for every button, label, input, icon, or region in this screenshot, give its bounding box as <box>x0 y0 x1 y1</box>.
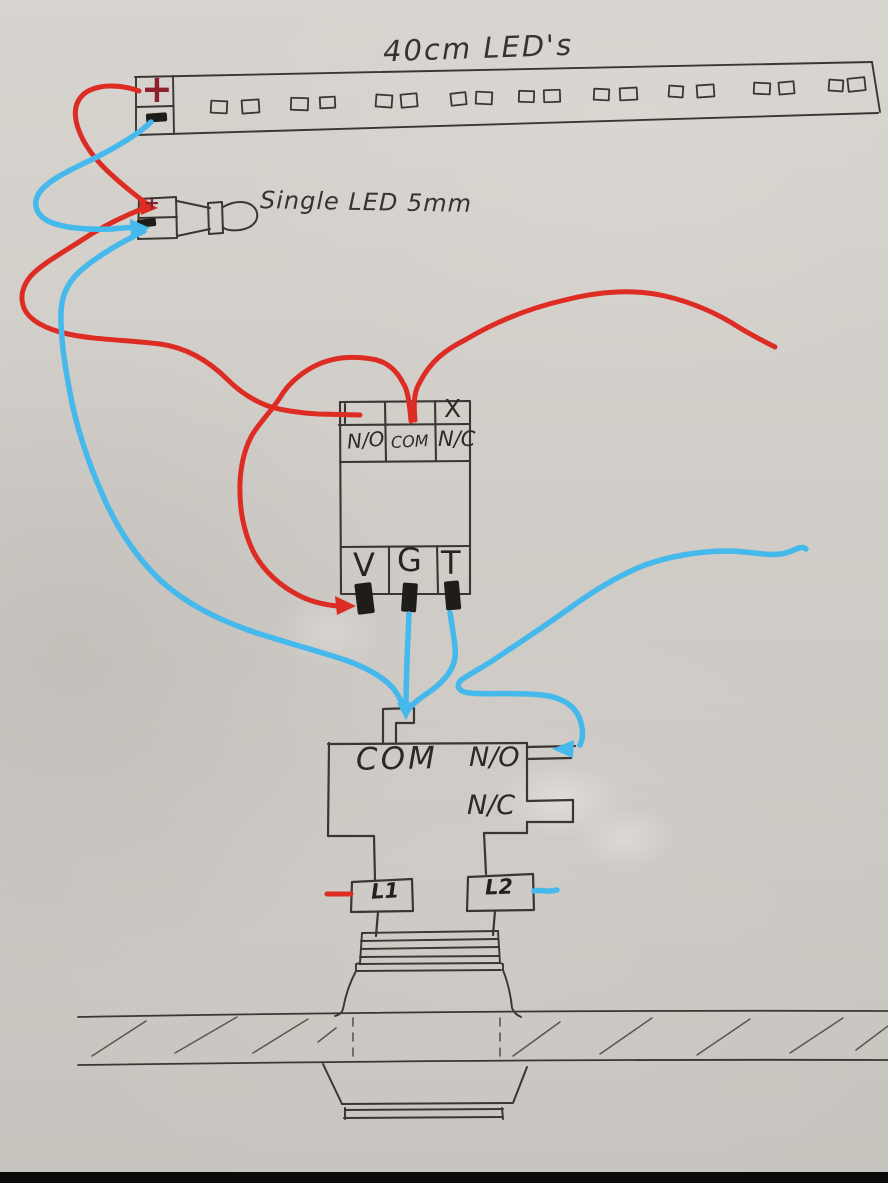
wire-supply-to-switch-no <box>455 544 809 748</box>
single-led-label: Single LED 5mm <box>259 186 473 218</box>
plus-terminal-symbol-led: + <box>144 192 160 214</box>
arrowhead-v-pin <box>335 596 356 615</box>
recessed-trim-outline <box>322 1063 528 1120</box>
lamp-l1-label: L1 <box>370 878 400 904</box>
lamp-terminal-boxes <box>349 831 536 938</box>
wire-relay-com-to-v-pin <box>237 354 414 609</box>
ceiling-hatch-marks <box>91 1016 888 1057</box>
lamp-l2-label: L2 <box>484 874 514 900</box>
wire-strip-minus-to-led-minus <box>33 119 154 232</box>
relay-contact-no-label: N/O <box>346 426 386 454</box>
ink-linework <box>77 61 888 1120</box>
relay-pin-g <box>401 582 418 613</box>
lamp-socket-outline <box>334 930 522 1018</box>
wire-led-minus-to-switch-com <box>58 228 408 715</box>
relay-pin-t <box>443 580 462 611</box>
wire-g-pin-to-switch-com <box>403 611 412 713</box>
switch-no-label: N/O <box>469 742 520 773</box>
relay-pin-v <box>354 582 375 615</box>
wire-strip-plus-to-led-plus <box>72 83 150 207</box>
led-strip-outline <box>134 61 881 136</box>
wire-t-pin-to-switch-com <box>405 610 458 713</box>
arrowhead-led-plus <box>139 198 158 215</box>
ceiling-section <box>77 1009 888 1066</box>
relay-contact-com-label: COM <box>390 431 430 452</box>
relay-pin-g-label: G <box>397 541 422 579</box>
marker-fills <box>136 112 462 615</box>
switch-nc-label: N/C <box>467 790 516 821</box>
positive-wire-arrowheads <box>139 198 356 615</box>
arrowhead-switch-com-tab <box>397 702 415 720</box>
negative-wires <box>33 119 809 894</box>
relay-x-mark: X <box>444 394 462 423</box>
led-strip-chips <box>209 76 867 115</box>
arrowhead-switch-no <box>552 740 574 758</box>
relay-module-outline <box>337 399 472 596</box>
arrowhead-led-minus <box>130 219 150 236</box>
led-strip-title: 40cm LED's <box>382 27 574 69</box>
switch-com-label: COM <box>355 740 439 778</box>
l2-neutral-stub <box>531 887 560 894</box>
negative-wire-arrowheads <box>130 219 574 758</box>
positive-wires <box>19 83 778 897</box>
relay-pin-v-label: V <box>353 546 375 584</box>
wire-relay-com-to-supply <box>411 289 778 423</box>
relay-pin-t-label: T <box>441 544 461 582</box>
hidden-edge-dashes <box>352 1017 501 1060</box>
switch-block-outline <box>326 706 577 838</box>
photo-bottom-edge <box>0 1172 888 1183</box>
relay-contact-nc-label: N/C <box>438 427 476 451</box>
plus-terminal-symbol-strip: + <box>141 67 173 111</box>
wire-led-plus-to-relay-no <box>19 203 363 418</box>
